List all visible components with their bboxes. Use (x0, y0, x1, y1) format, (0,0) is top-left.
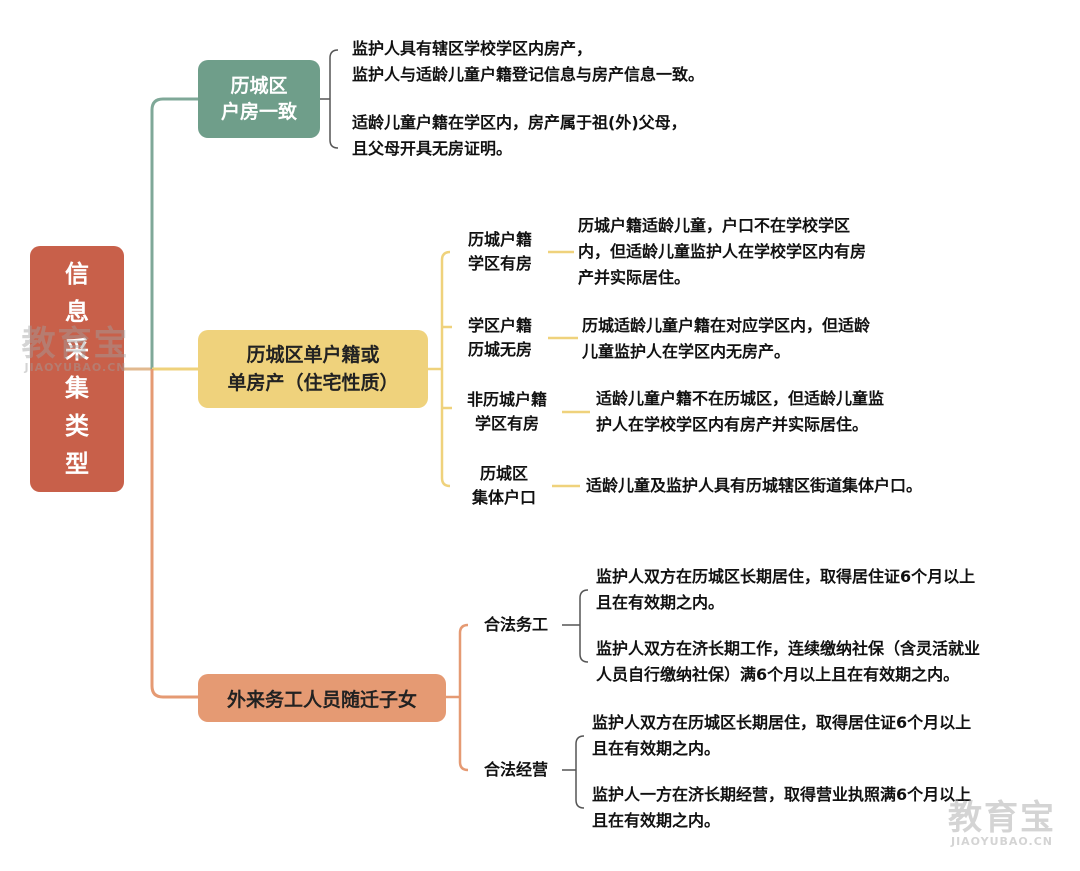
branch3-sub1-brace (562, 589, 589, 663)
branch3-node: 外来务工人员随迁子女 (198, 674, 446, 722)
branch1-leaf-2: 适龄儿童户籍在学区内，房产属于祖(外)父母， 且父母开具无房证明。 (352, 113, 687, 158)
branch3-sub2-leaf-1: 监护人双方在历城区长期居住，取得居住证6个月以上 且在有效期之内。 (592, 713, 972, 758)
sub-label-line: 学区户籍 (467, 316, 532, 335)
branch1-label-line1: 历城区 (230, 75, 288, 97)
branch2-label-line1: 历城区单户籍或 (246, 344, 380, 366)
branch3-sub2-label: 合法经营 (483, 760, 548, 779)
root-char: 息 (65, 298, 89, 326)
branch1-node: 历城区 户房一致 (198, 60, 320, 138)
branch1-connector (150, 97, 198, 369)
branch2-label-line2: 单房产（住宅性质） (227, 372, 399, 394)
root-char: 型 (65, 450, 89, 478)
branch1-leaf-1: 监护人具有辖区学校学区内房产， 监护人与适龄儿童户籍登记信息与房产信息一致。 (352, 39, 705, 84)
branch2-sub2-label: 学区户籍 历城无房 (452, 314, 548, 362)
sub-label-line: 历城户籍 (467, 230, 532, 249)
branch3-connector (150, 369, 198, 699)
sub-label-line: 非历城户籍 (466, 390, 547, 409)
branch2-sub4-label: 历城区 集体户口 (456, 462, 552, 510)
root-node-info-collection-type: 信 息 采 集 类 型 (30, 246, 124, 492)
branch3-sub1-label: 合法务工 (483, 615, 548, 634)
sub-label-line: 历城无房 (467, 340, 532, 359)
branch3-sub-connector (446, 623, 469, 772)
branch1-label-line2: 户房一致 (220, 101, 297, 123)
branch2-sub1-leaf: 历城户籍适龄儿童，户口不在学校学区 内，但适龄儿童监护人在学校学区内有房 产并实… (578, 216, 867, 287)
branch3-sub2-leaf-2: 监护人一方在济长期经营，取得营业执照满6个月以上 且在有效期之内。 (592, 785, 972, 830)
branch2-sub4-leaf: 适龄儿童及监护人具有历城辖区街道集体户口。 (586, 476, 923, 495)
watermark-text: 教育宝 (948, 798, 1056, 838)
watermark-text: 教育宝 (21, 324, 130, 364)
branch2-node: 历城区单户籍或 单房产（住宅性质） (198, 330, 428, 408)
watermark-url: JIAOYUBAO.CN (950, 835, 1054, 848)
branch2-sub3-label: 非历城户籍 学区有房 (452, 388, 562, 436)
sub-label-line: 学区有房 (467, 254, 532, 273)
branch3-sub1-leaf-2: 监护人双方在济长期工作，连续缴纳社保（含灵活就业 人员自行缴纳社保）满6个月以上… (596, 639, 981, 684)
sub-label-line: 学区有房 (474, 414, 539, 433)
root-char: 类 (65, 412, 89, 440)
branch2-sub-connector (428, 250, 452, 488)
branch2-sub3-leaf: 适龄儿童户籍不在历城区，但适龄儿童监 护人在学校学区内有房产并实际居住。 (596, 389, 885, 434)
branch3-sub2-brace (562, 735, 585, 809)
root-char: 集 (65, 374, 89, 402)
watermark-logo-corner: 教育宝 JIAOYUBAO.CN (942, 800, 1062, 848)
root-char: 信 (65, 260, 89, 288)
sub-label-line: 集体户口 (471, 488, 536, 507)
branch1-brace (320, 49, 339, 149)
branch2-sub2-leaf: 历城适龄儿童户籍在对应学区内，但适龄 儿童监护人在学区内无房产。 (582, 316, 871, 361)
sub-label-line: 历城区 (479, 464, 528, 483)
root-char: 采 (65, 336, 89, 364)
branch3-sub1-leaf-1: 监护人双方在历城区长期居住，取得居住证6个月以上 且在有效期之内。 (596, 567, 976, 612)
watermark-logo: 教育宝 JIAOYUBAO.CN (18, 326, 133, 374)
watermark-url: JIAOYUBAO.CN (24, 361, 127, 374)
branch2-sub1-label: 历城户籍 学区有房 (452, 228, 548, 276)
